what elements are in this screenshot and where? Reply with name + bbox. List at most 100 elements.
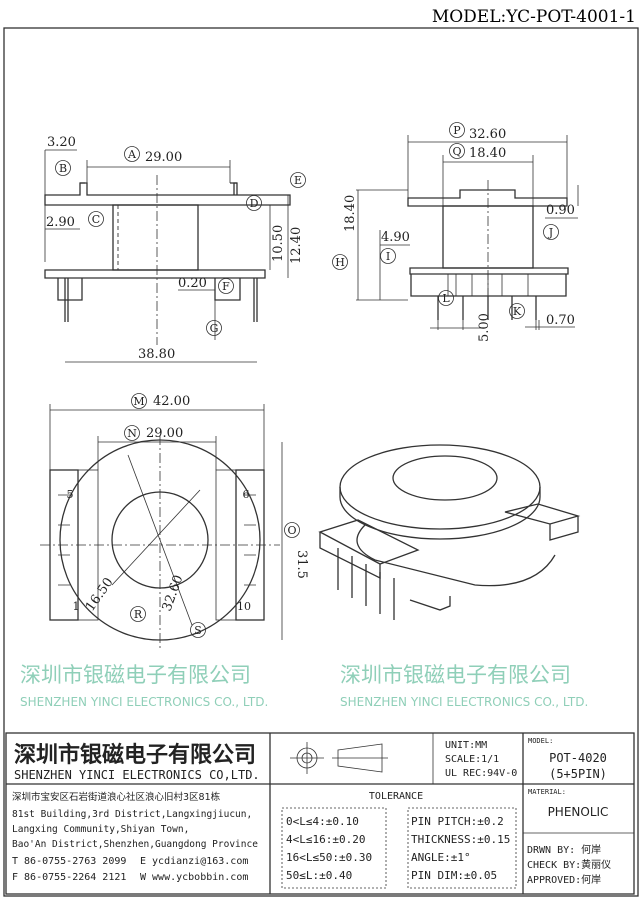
dim-n-value: 29.00 <box>146 426 183 441</box>
callout-letter: L <box>442 292 450 305</box>
dim-c-value: 2.90 <box>46 215 75 230</box>
address-line: 81st Building,3rd District,Langxingjiucu… <box>12 809 252 820</box>
tolerance-row: 50≤L:±0.40 <box>286 869 352 882</box>
callout-letter: B <box>59 162 67 175</box>
watermark-cn: 深圳市银磁电子有限公司 <box>20 663 251 687</box>
dim-k-value: 0.70 <box>546 313 575 328</box>
callout-letter: D <box>250 197 259 210</box>
callout-letter: C <box>92 213 100 226</box>
callout-c: C <box>88 211 104 227</box>
callout-l: L <box>438 290 454 306</box>
callout-s: S <box>190 622 206 638</box>
dim-p-value: 32.60 <box>469 127 506 142</box>
side-view-left: 3.20 29.00 2.90 10.50 12.40 0.20 38.80 <box>44 135 304 363</box>
dim-q-value: 18.40 <box>469 146 506 161</box>
callout-f: F <box>218 278 234 294</box>
callout-letter: F <box>222 280 230 293</box>
callout-i: I <box>380 248 396 264</box>
dim-a-value: 29.00 <box>145 150 182 165</box>
callout-letter: E <box>294 174 302 187</box>
address-line: 深圳市宝安区石岩街道浪心社区浪心旧村3区81栋 <box>12 791 221 803</box>
callout-letter: S <box>194 624 202 637</box>
fax: F 86-0755-2264 2121 <box>12 872 126 883</box>
dim-m-value: 42.00 <box>153 394 190 409</box>
watermarks: 深圳市银磁电子有限公司 SHENZHEN YINCI ELECTRONICS C… <box>20 663 588 709</box>
callout-circle <box>509 303 525 319</box>
callout-p: P <box>449 122 465 138</box>
callout-letter: K <box>513 305 522 318</box>
callout-letter: I <box>386 250 390 263</box>
callout-o: O <box>284 522 300 538</box>
telephone: T 86-0755-2763 2099 <box>12 856 126 867</box>
website: W www.ycbobbin.com <box>140 872 248 883</box>
callout-b: B <box>55 160 71 176</box>
callout-circle <box>380 248 396 264</box>
dim-o-value: 31.5 <box>294 550 309 579</box>
isometric-view <box>318 444 581 620</box>
callout-a: A <box>124 146 140 162</box>
callout-g: G <box>206 320 222 336</box>
address-line: Langxing Community,Shiyan Town, <box>12 824 189 835</box>
callout-circle <box>124 425 140 441</box>
pin-6-label: 6 <box>243 488 250 501</box>
address-line: Bao'An District,Shenzhen,Guangdong Provi… <box>12 839 258 850</box>
callout-circle <box>438 290 454 306</box>
tolerance-row: 4<L≤16:±0.20 <box>286 833 365 846</box>
drawing-frame <box>3 27 639 897</box>
tolerance-row: 0<L≤4:±0.10 <box>286 815 359 828</box>
model-pins: (5+5PIN) <box>549 767 607 781</box>
callout-n: N <box>124 425 140 441</box>
company-name-en: SHENZHEN YINCI ELECTRONICS CO,LTD. <box>14 768 260 782</box>
callout-letter: H <box>335 256 345 269</box>
material-value: PHENOLIC <box>548 805 609 819</box>
scale-label: SCALE:1/1 <box>445 754 499 765</box>
tolerance-row: 16<L≤50:±0.30 <box>286 851 372 864</box>
dim-h-value: 18.40 <box>343 195 358 232</box>
watermark-en: SHENZHEN YINCI ELECTRONICS CO., LTD. <box>340 695 588 709</box>
dim-j-value: 0.90 <box>546 203 575 218</box>
callout-letter: N <box>127 427 137 440</box>
callout-d: D <box>246 195 262 211</box>
approved-by: APPROVED:何岸 <box>527 873 601 886</box>
callout-circle <box>332 254 348 270</box>
model-value: POT-4020 <box>549 751 607 765</box>
spec-row: ANGLE:±1° <box>411 851 471 864</box>
checked-by: CHECK BY:黄丽仪 <box>527 858 611 871</box>
dim-s-value: 32.60 <box>160 573 187 613</box>
callout-m: M <box>131 393 147 409</box>
model-header: MODEL:YC-POT-4001-1 <box>432 7 636 27</box>
dim-f-value: 0.20 <box>178 276 207 291</box>
pin-5-label: 5 <box>67 488 74 501</box>
callout-letter: J <box>548 226 553 239</box>
ul-rec-label: UL REC:94V-0 <box>445 768 517 779</box>
callout-circle <box>290 172 306 188</box>
email: E ycdianzi@163.com <box>140 856 248 867</box>
spec-row: PIN PITCH:±0.2 <box>411 815 504 828</box>
dim-r-value: 16.50 <box>83 575 117 614</box>
callout-k: K <box>509 303 525 319</box>
callout-circle <box>124 146 140 162</box>
callout-circle <box>190 622 206 638</box>
callout-letter: P <box>453 124 461 137</box>
dim-e-value: 12.40 <box>289 227 304 264</box>
callout-circle <box>131 393 147 409</box>
model-label: MODEL: <box>528 737 553 745</box>
tolerance-title: TOLERANCE <box>369 791 423 802</box>
callout-j: J <box>543 224 559 240</box>
top-view: 42.00 29.00 31.5 16.50 32.60 5 1 6 10 <box>40 394 309 650</box>
callout-letter: Q <box>452 145 461 158</box>
callout-circle <box>246 195 262 211</box>
side-view-right: 32.60 18.40 18.40 4.90 0.90 5.00 0.70 <box>343 127 579 342</box>
callout-q: Q <box>449 143 465 159</box>
callout-letter: G <box>210 322 219 335</box>
title-block: 深圳市银磁电子有限公司 SHENZHEN YINCI ELECTRONICS C… <box>5 732 635 895</box>
callout-letter: A <box>127 148 137 161</box>
callout-circle <box>449 143 465 159</box>
projection-symbol <box>290 742 388 774</box>
watermark-cn: 深圳市银磁电子有限公司 <box>340 663 571 687</box>
callout-letter: O <box>287 524 296 537</box>
callout-circle <box>284 522 300 538</box>
drawn-by: DRWN BY: 何岸 <box>527 843 601 856</box>
pin-1-label: 1 <box>73 600 80 613</box>
